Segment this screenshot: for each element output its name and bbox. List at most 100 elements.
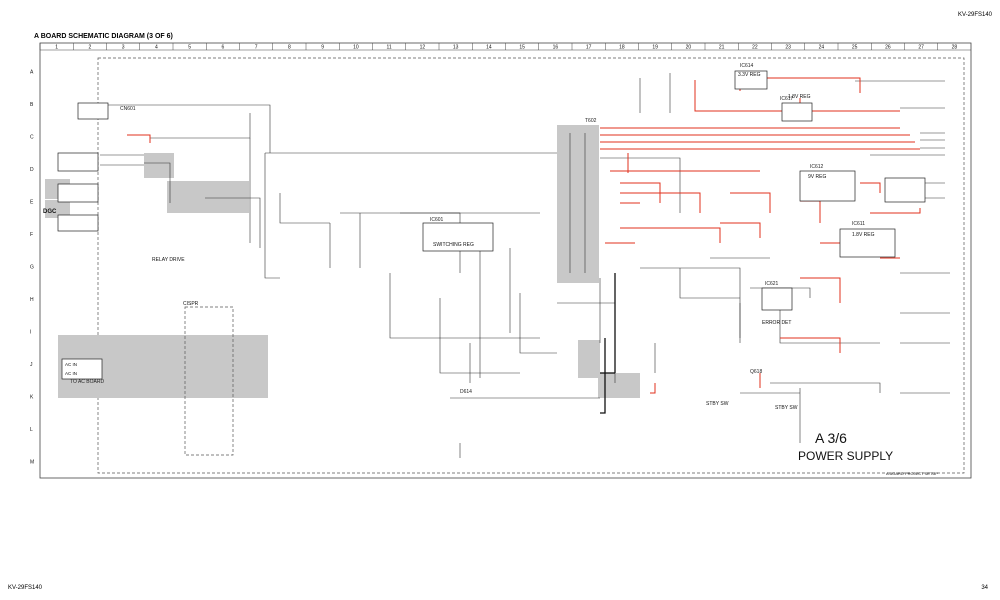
column-label: 5 bbox=[188, 45, 191, 51]
label-ac-in-1: AC IN bbox=[65, 362, 77, 367]
column-label: 26 bbox=[885, 45, 891, 51]
photocoupler-block-2 bbox=[598, 373, 640, 398]
column-label: 6 bbox=[221, 45, 224, 51]
row-ruler: A B C D E F G H I J K L M bbox=[30, 69, 34, 465]
row-label: H bbox=[30, 297, 34, 303]
row-label: F bbox=[30, 232, 33, 238]
column-label: 22 bbox=[752, 45, 758, 51]
ic-error-det bbox=[761, 287, 793, 311]
ic-9v-reg bbox=[799, 170, 856, 202]
column-label: 16 bbox=[553, 45, 559, 51]
ic-switching-reg bbox=[422, 222, 494, 252]
svg-text:IC611: IC611 bbox=[852, 221, 865, 227]
label-relay-drive: RELAY DRIVE bbox=[152, 257, 185, 263]
label-switching-reg: SWITCHING REG bbox=[433, 242, 474, 248]
label-33v-reg: 3.3V REG bbox=[738, 72, 761, 78]
row-label: E bbox=[30, 199, 34, 205]
svg-text:CN601: CN601 bbox=[120, 106, 136, 112]
label-9v-reg: 9V REG bbox=[808, 174, 826, 180]
connector-cn bbox=[57, 214, 99, 232]
row-label: J bbox=[30, 362, 33, 368]
column-label: 10 bbox=[353, 45, 359, 51]
svg-text:IC601: IC601 bbox=[430, 217, 444, 223]
column-label: 28 bbox=[952, 45, 958, 51]
photocoupler-block-1 bbox=[578, 340, 600, 378]
row-label: D bbox=[30, 167, 34, 173]
svg-text:IC621: IC621 bbox=[765, 281, 779, 287]
row-label: M bbox=[30, 460, 34, 466]
row-label: G bbox=[30, 265, 34, 271]
relay-block bbox=[167, 181, 249, 213]
column-label: 1 bbox=[55, 45, 58, 51]
svg-text:IC614: IC614 bbox=[740, 63, 754, 69]
svg-text:IC612: IC612 bbox=[810, 164, 824, 170]
column-label: 17 bbox=[586, 45, 592, 51]
model-number-top: KV-29FS140 bbox=[957, 12, 992, 18]
label-ac-in-2: AC IN bbox=[65, 371, 77, 376]
component-annotations: CN601 IC601 IC612 IC611 IC614 IC617 IC62… bbox=[70, 63, 865, 395]
column-label: 14 bbox=[486, 45, 492, 51]
section-name: POWER SUPPLY bbox=[798, 449, 893, 463]
svg-text:IC617: IC617 bbox=[780, 96, 794, 102]
connector-degauss bbox=[57, 183, 99, 203]
dgc-block-2 bbox=[45, 200, 70, 218]
label-18v-reg-a: 1.8V REG bbox=[788, 94, 811, 100]
svg-text:Q618: Q618 bbox=[750, 369, 762, 375]
highlight-blocks bbox=[45, 125, 640, 398]
row-label: A bbox=[30, 69, 34, 75]
page-number: 34 bbox=[981, 585, 988, 591]
connector-chassis bbox=[77, 102, 109, 120]
signal-path bbox=[127, 77, 921, 394]
fuse-block bbox=[144, 153, 174, 178]
svg-text:D614: D614 bbox=[460, 389, 472, 395]
column-label: 7 bbox=[255, 45, 258, 51]
label-cispr: CISPR bbox=[183, 301, 199, 307]
ic-33v-reg bbox=[734, 70, 768, 90]
column-label: 18 bbox=[619, 45, 625, 51]
row-label: C bbox=[30, 134, 34, 140]
connector-dgc bbox=[57, 152, 99, 172]
column-label: 19 bbox=[652, 45, 658, 51]
label-stby-sw-2: STBY SW bbox=[775, 405, 798, 411]
row-label: B bbox=[30, 102, 34, 108]
column-label: 9 bbox=[321, 45, 324, 51]
board-outline bbox=[97, 57, 965, 474]
label-18v-reg-b: 1.8V REG bbox=[852, 232, 875, 238]
column-label: 2 bbox=[88, 45, 91, 51]
svg-text:TO AC BOARD: TO AC BOARD bbox=[70, 379, 104, 385]
model-number-bottom: KV-29FS140 bbox=[8, 585, 43, 591]
cispr-outline bbox=[184, 306, 234, 456]
column-label: 8 bbox=[288, 45, 291, 51]
transformer-coils bbox=[569, 133, 586, 273]
column-label: 27 bbox=[918, 45, 924, 51]
label-bottom-note: A BOARD PROJECT SETUP bbox=[886, 471, 938, 476]
label-dgc: DGC bbox=[43, 209, 57, 215]
svg-text:T602: T602 bbox=[585, 118, 597, 124]
label-error-det: ERROR DET bbox=[762, 320, 791, 326]
column-label: 13 bbox=[453, 45, 459, 51]
column-label: 23 bbox=[785, 45, 791, 51]
column-label: 25 bbox=[852, 45, 858, 51]
row-label: L bbox=[30, 427, 33, 433]
heavy-wiring bbox=[600, 273, 616, 414]
ic-boxes bbox=[57, 70, 926, 380]
row-label: I bbox=[30, 330, 31, 336]
column-label: 20 bbox=[686, 45, 692, 51]
column-label: 15 bbox=[519, 45, 525, 51]
column-label: 21 bbox=[719, 45, 725, 51]
wiring bbox=[100, 73, 950, 458]
ic-18v-reg-b bbox=[839, 228, 896, 258]
column-label: 4 bbox=[155, 45, 158, 51]
connector-ac bbox=[61, 358, 103, 380]
section-id: A 3/6 bbox=[815, 430, 847, 446]
row-label: K bbox=[30, 395, 34, 401]
label-stby-sw-1: STBY SW bbox=[706, 401, 729, 407]
ic-18v-reg-a bbox=[781, 102, 813, 122]
diagram-title: A BOARD SCHEMATIC DIAGRAM (3 OF 6) bbox=[34, 33, 173, 40]
transformer-block bbox=[557, 125, 599, 283]
column-label: 3 bbox=[122, 45, 125, 51]
ic-5v-reg bbox=[884, 177, 926, 203]
column-label: 24 bbox=[819, 45, 825, 51]
